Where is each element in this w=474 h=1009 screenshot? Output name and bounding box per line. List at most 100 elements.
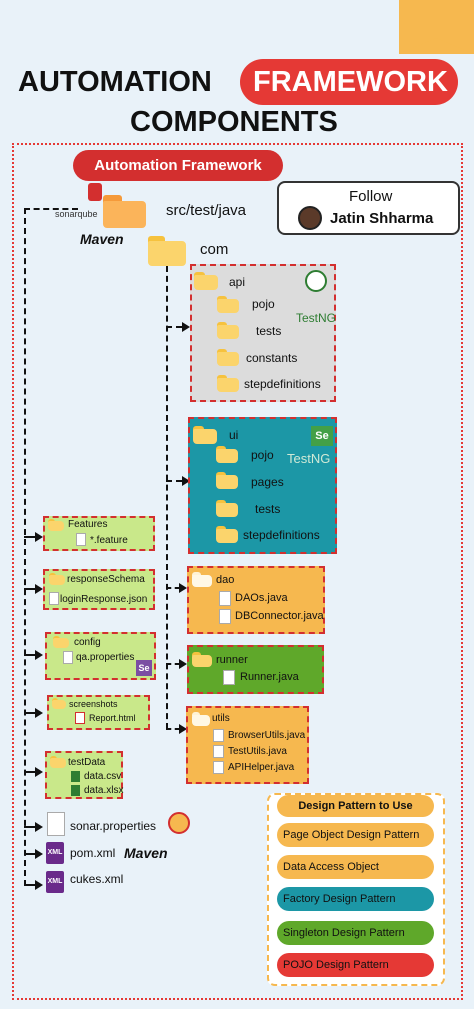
avatar bbox=[298, 206, 322, 230]
legend-singleton: Singleton Design Pattern bbox=[277, 921, 434, 945]
sonar-props-arrow-icon bbox=[35, 822, 43, 832]
response-schema-box bbox=[43, 569, 155, 610]
apihelper-label: APIHelper.java bbox=[228, 762, 295, 773]
ui-label: ui bbox=[229, 428, 239, 442]
dao-label: dao bbox=[216, 574, 235, 586]
automation-framework-pill: Automation Framework bbox=[73, 150, 283, 181]
selenium-logo: Se bbox=[311, 426, 333, 446]
cukes-arrow-icon bbox=[35, 880, 43, 890]
screenshots-label: screenshots bbox=[69, 699, 118, 709]
bookmark-ribbon-icon bbox=[399, 0, 474, 54]
properties-file-icon bbox=[63, 651, 73, 664]
follow-label: Follow bbox=[349, 188, 393, 205]
testng-logo-ui: TestNG bbox=[287, 451, 331, 466]
config-label: config bbox=[74, 637, 101, 648]
utils-connector bbox=[166, 728, 180, 730]
features-label: Features bbox=[68, 519, 108, 530]
html-file-icon bbox=[75, 712, 85, 724]
ui-folder-icon bbox=[193, 426, 217, 444]
cukes-xml-label: cukes.xml bbox=[70, 872, 124, 886]
com-trunk-line bbox=[166, 266, 168, 729]
response-folder-icon bbox=[49, 573, 65, 585]
ui-pages-folder-icon bbox=[216, 472, 238, 489]
title-line-1: AUTOMATION bbox=[18, 66, 212, 99]
runner-package-box bbox=[187, 645, 324, 694]
testutils-file-icon bbox=[213, 745, 224, 758]
api-tests-label: tests bbox=[256, 324, 282, 338]
api-tests-folder-icon bbox=[217, 322, 239, 339]
runner-java-file-icon bbox=[223, 670, 235, 685]
testdata-box bbox=[45, 751, 123, 799]
runner-java-label: Runner.java bbox=[240, 671, 299, 683]
ui-tests-label: tests bbox=[255, 502, 281, 516]
globe-icon bbox=[305, 270, 327, 292]
ui-stepdefinitions-folder-icon bbox=[216, 526, 238, 543]
utils-arrow-icon bbox=[179, 724, 187, 734]
data-csv-label: data.csv bbox=[84, 771, 122, 782]
pom-xml-icon: XML bbox=[46, 842, 64, 864]
utils-label: utils bbox=[212, 713, 230, 724]
sonar-badge-icon bbox=[168, 812, 190, 834]
legend-pojo: POJO Design Pattern bbox=[277, 953, 434, 977]
feature-file-icon bbox=[76, 533, 86, 546]
legend-page-object: Page Object Design Pattern bbox=[277, 823, 434, 847]
runner-arrow-icon bbox=[179, 659, 187, 669]
cukes-xml-icon: XML bbox=[46, 871, 64, 893]
config-folder-icon bbox=[53, 636, 69, 648]
testdata-arrow-icon bbox=[35, 767, 43, 777]
login-response-label: loginResponse.json bbox=[60, 594, 148, 605]
title-highlight-badge bbox=[240, 59, 458, 105]
testutils-label: TestUtils.java bbox=[228, 746, 287, 757]
ui-connector bbox=[166, 480, 182, 482]
daos-java-label: DAOs.java bbox=[235, 592, 288, 604]
src-test-java-label: src/test/java bbox=[166, 202, 247, 219]
root-folder-icon bbox=[103, 195, 146, 228]
api-pojo-folder-icon bbox=[217, 296, 239, 313]
api-stepdefinitions-folder-icon bbox=[217, 375, 239, 392]
apihelper-file-icon bbox=[213, 761, 224, 774]
author-name: Jatin Shharma bbox=[330, 210, 434, 227]
trunk-top-connector bbox=[24, 208, 78, 210]
report-html-label: Report.html bbox=[89, 713, 136, 723]
runner-connector bbox=[166, 663, 180, 665]
features-folder-icon bbox=[48, 519, 64, 531]
api-stepdefinitions-label: stepdefinitions bbox=[244, 377, 321, 391]
ui-arrow-icon bbox=[182, 476, 190, 486]
sonar-properties-label: sonar.properties bbox=[70, 819, 157, 833]
ui-pages-label: pages bbox=[251, 475, 284, 489]
browserutils-file-icon bbox=[213, 729, 224, 742]
api-constants-label: constants bbox=[246, 351, 298, 365]
pom-xml-label: pom.xml bbox=[70, 846, 116, 860]
runner-label: runner bbox=[216, 654, 248, 666]
testng-logo: TestNG bbox=[296, 311, 337, 325]
title-framework: FRAMEWORK bbox=[253, 66, 448, 98]
api-arrow-icon bbox=[182, 322, 190, 332]
selenium-logo-config: Se bbox=[136, 660, 152, 676]
sonarqube-label: sonarqube bbox=[55, 209, 98, 219]
maven-logo: Maven bbox=[80, 231, 124, 247]
cukes-connector bbox=[24, 884, 36, 886]
screenshots-arrow-icon bbox=[35, 708, 43, 718]
features-arrow-icon bbox=[35, 532, 43, 542]
api-constants-folder-icon bbox=[217, 349, 239, 366]
utils-folder-icon bbox=[192, 712, 210, 726]
json-file-icon bbox=[49, 592, 59, 605]
sonar-properties-file-icon bbox=[47, 812, 65, 836]
screenshots-connector bbox=[24, 712, 36, 714]
com-folder-icon bbox=[148, 236, 186, 266]
xlsx-file-icon bbox=[71, 785, 80, 796]
legend-title: Design Pattern to Use bbox=[277, 795, 434, 817]
diagram-frame bbox=[12, 143, 463, 1000]
legend-data-access-object: Data Access Object bbox=[277, 855, 434, 879]
api-folder-icon bbox=[194, 272, 218, 290]
legend-factory: Factory Design Pattern bbox=[277, 887, 434, 911]
ui-stepdefinitions-label: stepdefinitions bbox=[243, 528, 320, 542]
screenshots-folder-icon bbox=[52, 698, 66, 709]
dao-arrow-icon bbox=[179, 583, 187, 593]
qa-properties-label: qa.properties bbox=[76, 652, 135, 663]
ui-pojo-folder-icon bbox=[216, 446, 238, 463]
testdata-label: testData bbox=[68, 757, 106, 768]
config-arrow-icon bbox=[35, 650, 43, 660]
maven-logo-2: Maven bbox=[124, 845, 168, 861]
config-connector bbox=[24, 654, 36, 656]
